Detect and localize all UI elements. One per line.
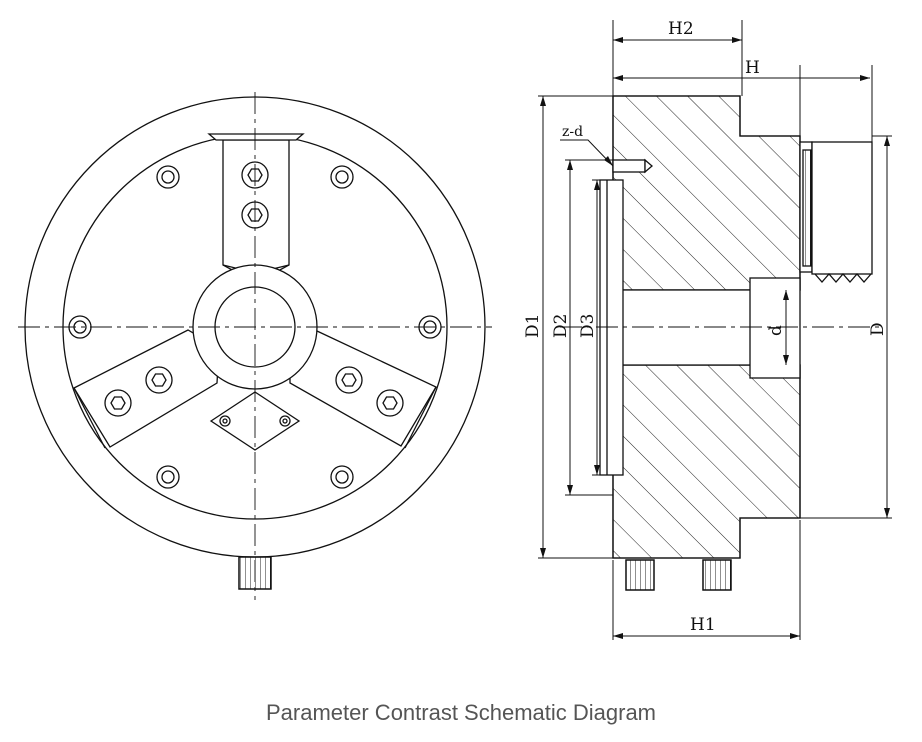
label-d3: D3 xyxy=(578,314,598,338)
side-view xyxy=(560,95,880,591)
label-h2: H2 xyxy=(668,19,694,39)
jaw-screw xyxy=(145,366,173,394)
label-d2: D2 xyxy=(551,314,571,338)
jaw-screw xyxy=(104,389,132,417)
dimension-lines xyxy=(538,20,892,640)
perimeter-bolt xyxy=(156,165,180,189)
top-jaw xyxy=(207,133,305,284)
jaw-screw xyxy=(376,389,404,417)
bottom-fitting xyxy=(702,559,732,591)
label-h: H xyxy=(745,58,760,78)
label-d-small: d xyxy=(766,325,786,336)
perimeter-bolt xyxy=(330,465,354,489)
caption: Parameter Contrast Schematic Diagram xyxy=(265,700,657,725)
jaw-screw xyxy=(241,161,269,189)
jaw-screw xyxy=(335,366,363,394)
label-h1: H1 xyxy=(690,615,716,635)
label-d-big: D xyxy=(868,322,888,336)
label-z-d: z-d xyxy=(562,124,583,140)
perimeter-bolt xyxy=(330,165,354,189)
face-plate xyxy=(599,179,624,476)
perimeter-bolt xyxy=(156,465,180,489)
bottom-fitting xyxy=(625,559,655,591)
front-view xyxy=(18,92,492,600)
label-d1: D1 xyxy=(523,314,543,338)
